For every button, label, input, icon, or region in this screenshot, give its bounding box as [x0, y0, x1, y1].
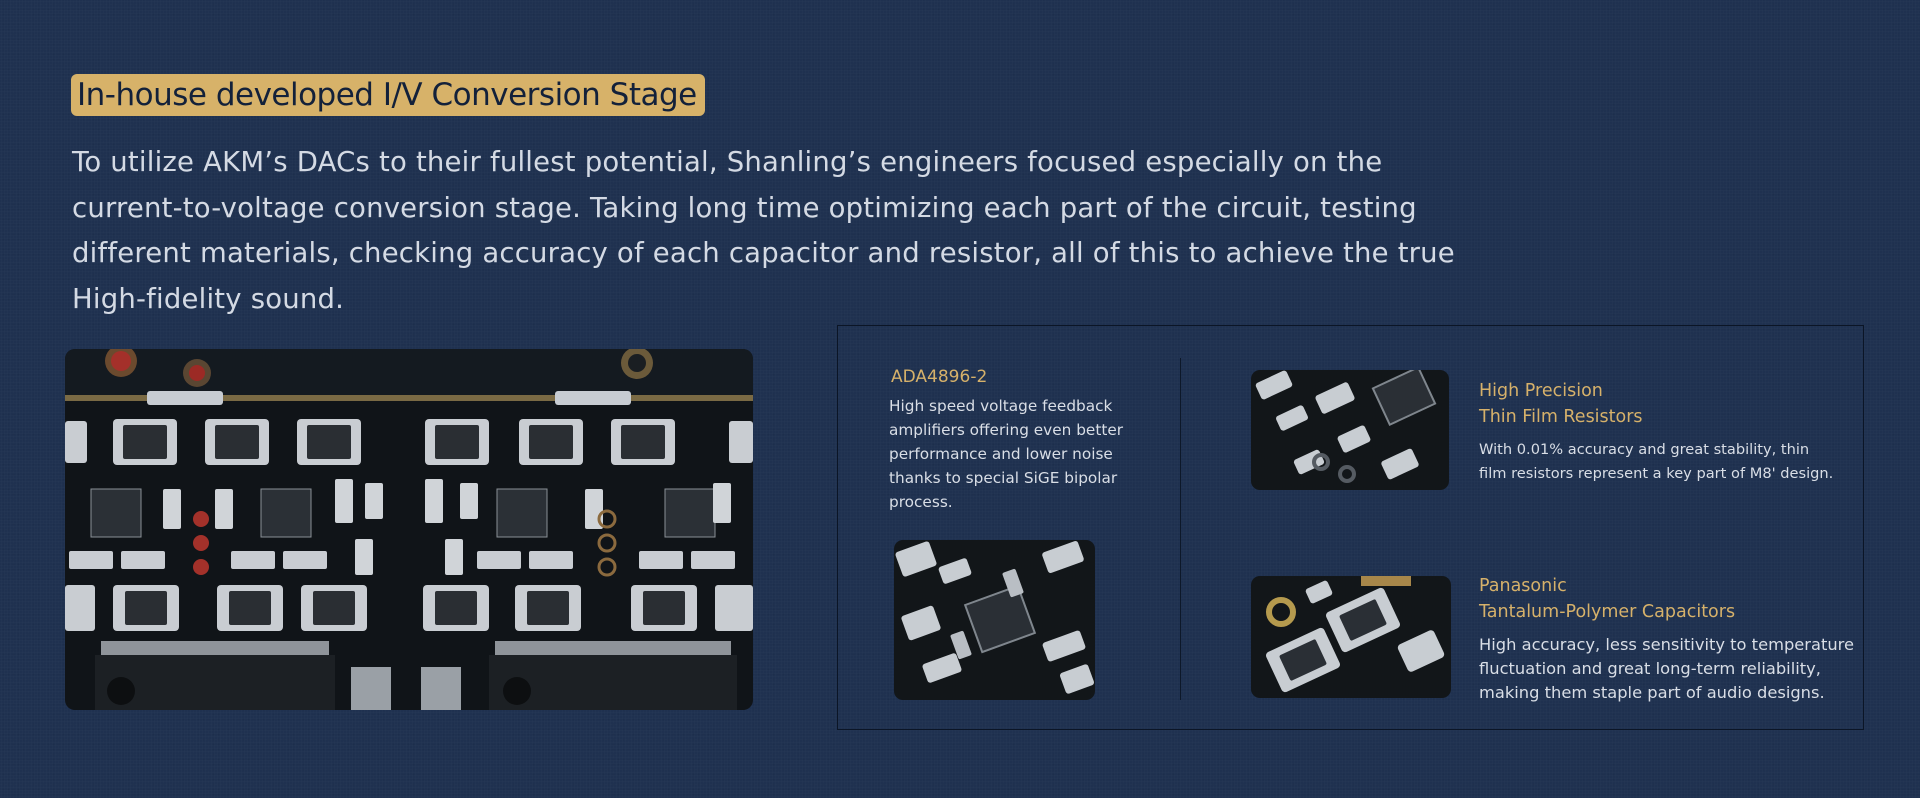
feature-resistor-title-line2: Thin Film Resistors: [1479, 407, 1643, 427]
feature-amplifier-description: High speed voltage feedback amplifiers o…: [889, 397, 1124, 511]
feature-resistor-title-line1: High Precision: [1479, 381, 1603, 401]
feature-amplifier-title: ADA4896-2: [891, 367, 988, 387]
section-heading: In-house developed I/V Conversion Stage: [71, 74, 705, 116]
capacitor-photo: [1251, 576, 1451, 698]
feature-capacitor-title-line2: Tantalum-Polymer Capacitors: [1479, 602, 1736, 622]
feature-capacitor-title-line1: Panasonic: [1479, 576, 1567, 596]
panel-divider: [1180, 358, 1181, 700]
intro-paragraph: To utilize AKM’s DACs to their fullest p…: [72, 146, 1455, 315]
amplifier-chip-photo: [894, 540, 1095, 700]
resistor-photo: [1251, 370, 1449, 490]
feature-panel: [837, 325, 1864, 730]
circuit-board-photo: [65, 349, 753, 710]
feature-resistor-description: With 0.01% accuracy and great stability,…: [1479, 441, 1834, 482]
feature-capacitor-description: High accuracy, less sensitivity to tempe…: [1479, 635, 1855, 702]
circuit-board-image: [65, 349, 753, 710]
